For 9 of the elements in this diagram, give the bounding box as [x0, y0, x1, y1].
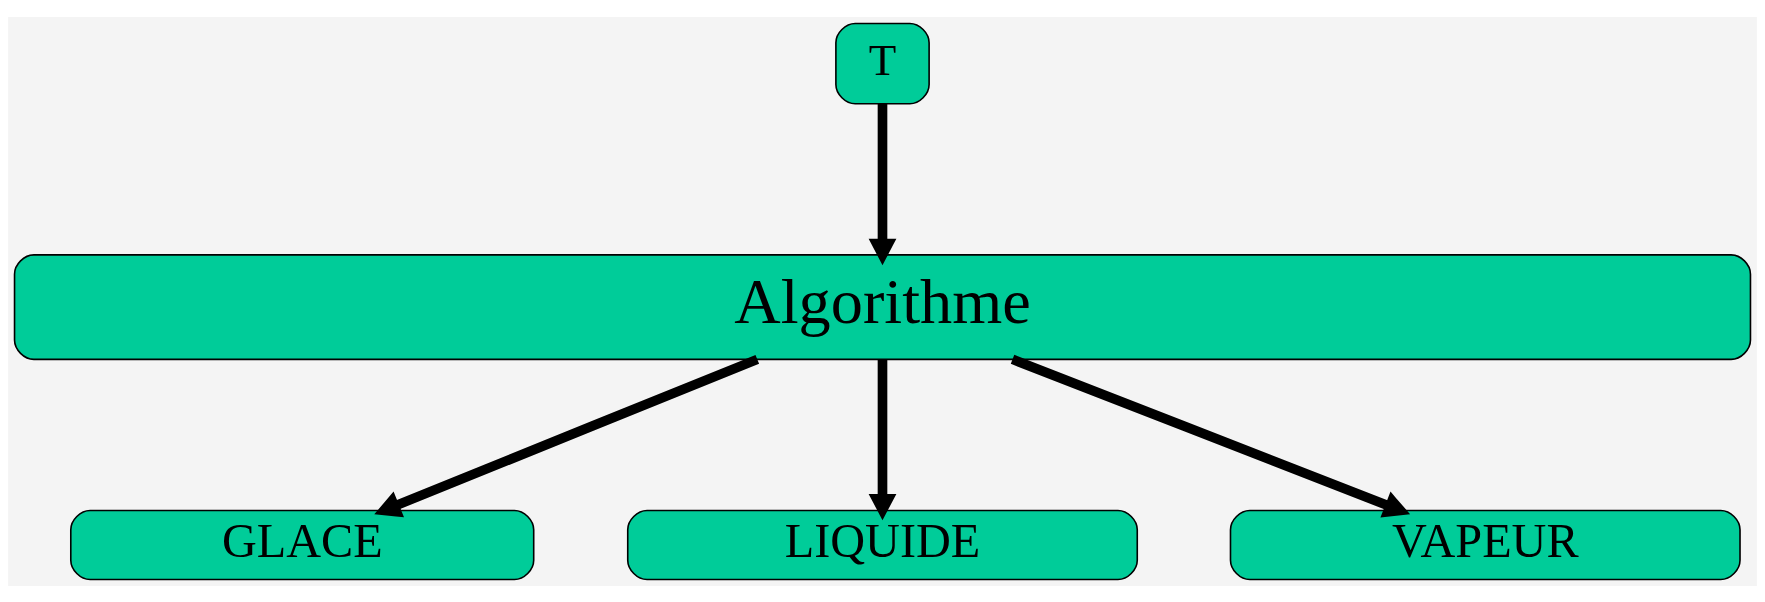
node-box: GLACE: [70, 509, 535, 580]
node-box: T: [835, 22, 930, 105]
arrow: [1010, 354, 1411, 517]
arrow: [868, 103, 897, 265]
arrow: [868, 359, 897, 520]
node-box: LIQUIDE: [626, 509, 1139, 580]
node-box: Algorithme: [13, 253, 1752, 360]
node-box: VAPEUR: [1229, 509, 1741, 580]
arrow: [374, 354, 760, 517]
